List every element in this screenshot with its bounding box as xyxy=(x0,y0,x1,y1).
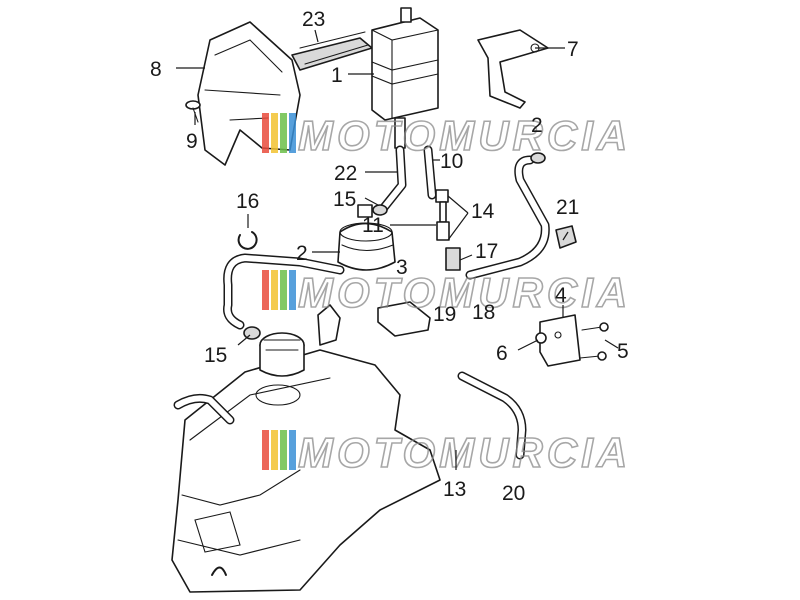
callout-label: 6 xyxy=(496,342,508,365)
callout-label: 5 xyxy=(617,340,629,363)
part-21-hose xyxy=(465,152,550,280)
callout-label: 11 xyxy=(362,214,384,237)
callout-label: 2 xyxy=(531,114,543,137)
callout-label: 10 xyxy=(440,150,463,173)
callout-label: 23 xyxy=(302,8,325,31)
callout-label: 4 xyxy=(555,284,567,307)
leader-lines xyxy=(176,29,619,470)
part-4-bracket xyxy=(539,314,581,367)
part-12-clip xyxy=(555,225,577,249)
callout-label: 15 xyxy=(204,344,227,367)
watermark-stripe xyxy=(271,270,278,310)
callout-label: 14 xyxy=(471,200,495,223)
watermark-stripe xyxy=(271,113,278,153)
callout-label: 21 xyxy=(556,196,579,219)
callout-labels: 1 2 2 3 4 5 6 7 8 9 10 11 13 14 15 15 16… xyxy=(150,8,629,505)
callout-label: 15 xyxy=(333,188,356,211)
part-10-hose xyxy=(423,145,437,200)
callout-label: 3 xyxy=(396,256,408,279)
callout-label: 22 xyxy=(334,162,357,185)
watermark-stripe xyxy=(271,430,278,470)
part-2-filter xyxy=(337,204,396,271)
part-20-hose xyxy=(457,371,527,460)
callout-label: 18 xyxy=(472,301,495,324)
watermark-text: MOTOMURCIA xyxy=(298,429,631,476)
watermark-stripe xyxy=(262,270,269,310)
callout-label: 17 xyxy=(475,240,498,263)
callout-label: 8 xyxy=(150,58,162,81)
part-11-valve xyxy=(435,189,461,271)
watermark-stripe xyxy=(289,430,296,470)
callout-label: 13 xyxy=(443,478,466,501)
part-left-hose xyxy=(223,253,345,340)
part-22-hose xyxy=(377,145,407,215)
callout-label: 2 xyxy=(296,242,308,265)
part-5-screws xyxy=(579,322,609,361)
part-15-clamp-upper xyxy=(372,204,388,216)
part-16-clip-ring xyxy=(237,231,258,250)
part-9-screw xyxy=(185,100,201,123)
callout-label: 20 xyxy=(502,482,525,505)
part-1-canister xyxy=(371,7,439,149)
watermark-stripe xyxy=(262,113,269,153)
watermark-middle: MOTOMURCIA xyxy=(262,268,631,317)
watermark-top: MOTOMURCIA xyxy=(262,111,631,160)
watermark-text: MOTOMURCIA xyxy=(298,269,631,316)
watermark-stripe xyxy=(289,113,296,153)
part-6-washer xyxy=(535,332,547,344)
watermark-text: MOTOMURCIA xyxy=(298,112,631,159)
watermark-stripe xyxy=(280,113,287,153)
callout-label: 1 xyxy=(331,64,343,87)
watermark-stripe xyxy=(280,430,287,470)
watermark-bottom: MOTOMURCIA xyxy=(262,428,631,477)
fuel-tank xyxy=(171,304,441,593)
callout-label: 16 xyxy=(236,190,259,213)
callout-label: 9 xyxy=(186,130,198,153)
part-3-sleeve xyxy=(377,301,431,337)
callout-label: 7 xyxy=(567,38,579,61)
watermark-stripe xyxy=(262,430,269,470)
watermark-stripe xyxy=(280,270,287,310)
callout-label: 19 xyxy=(433,303,456,326)
part-7-bracket xyxy=(477,29,549,109)
watermark-stripe xyxy=(289,270,296,310)
